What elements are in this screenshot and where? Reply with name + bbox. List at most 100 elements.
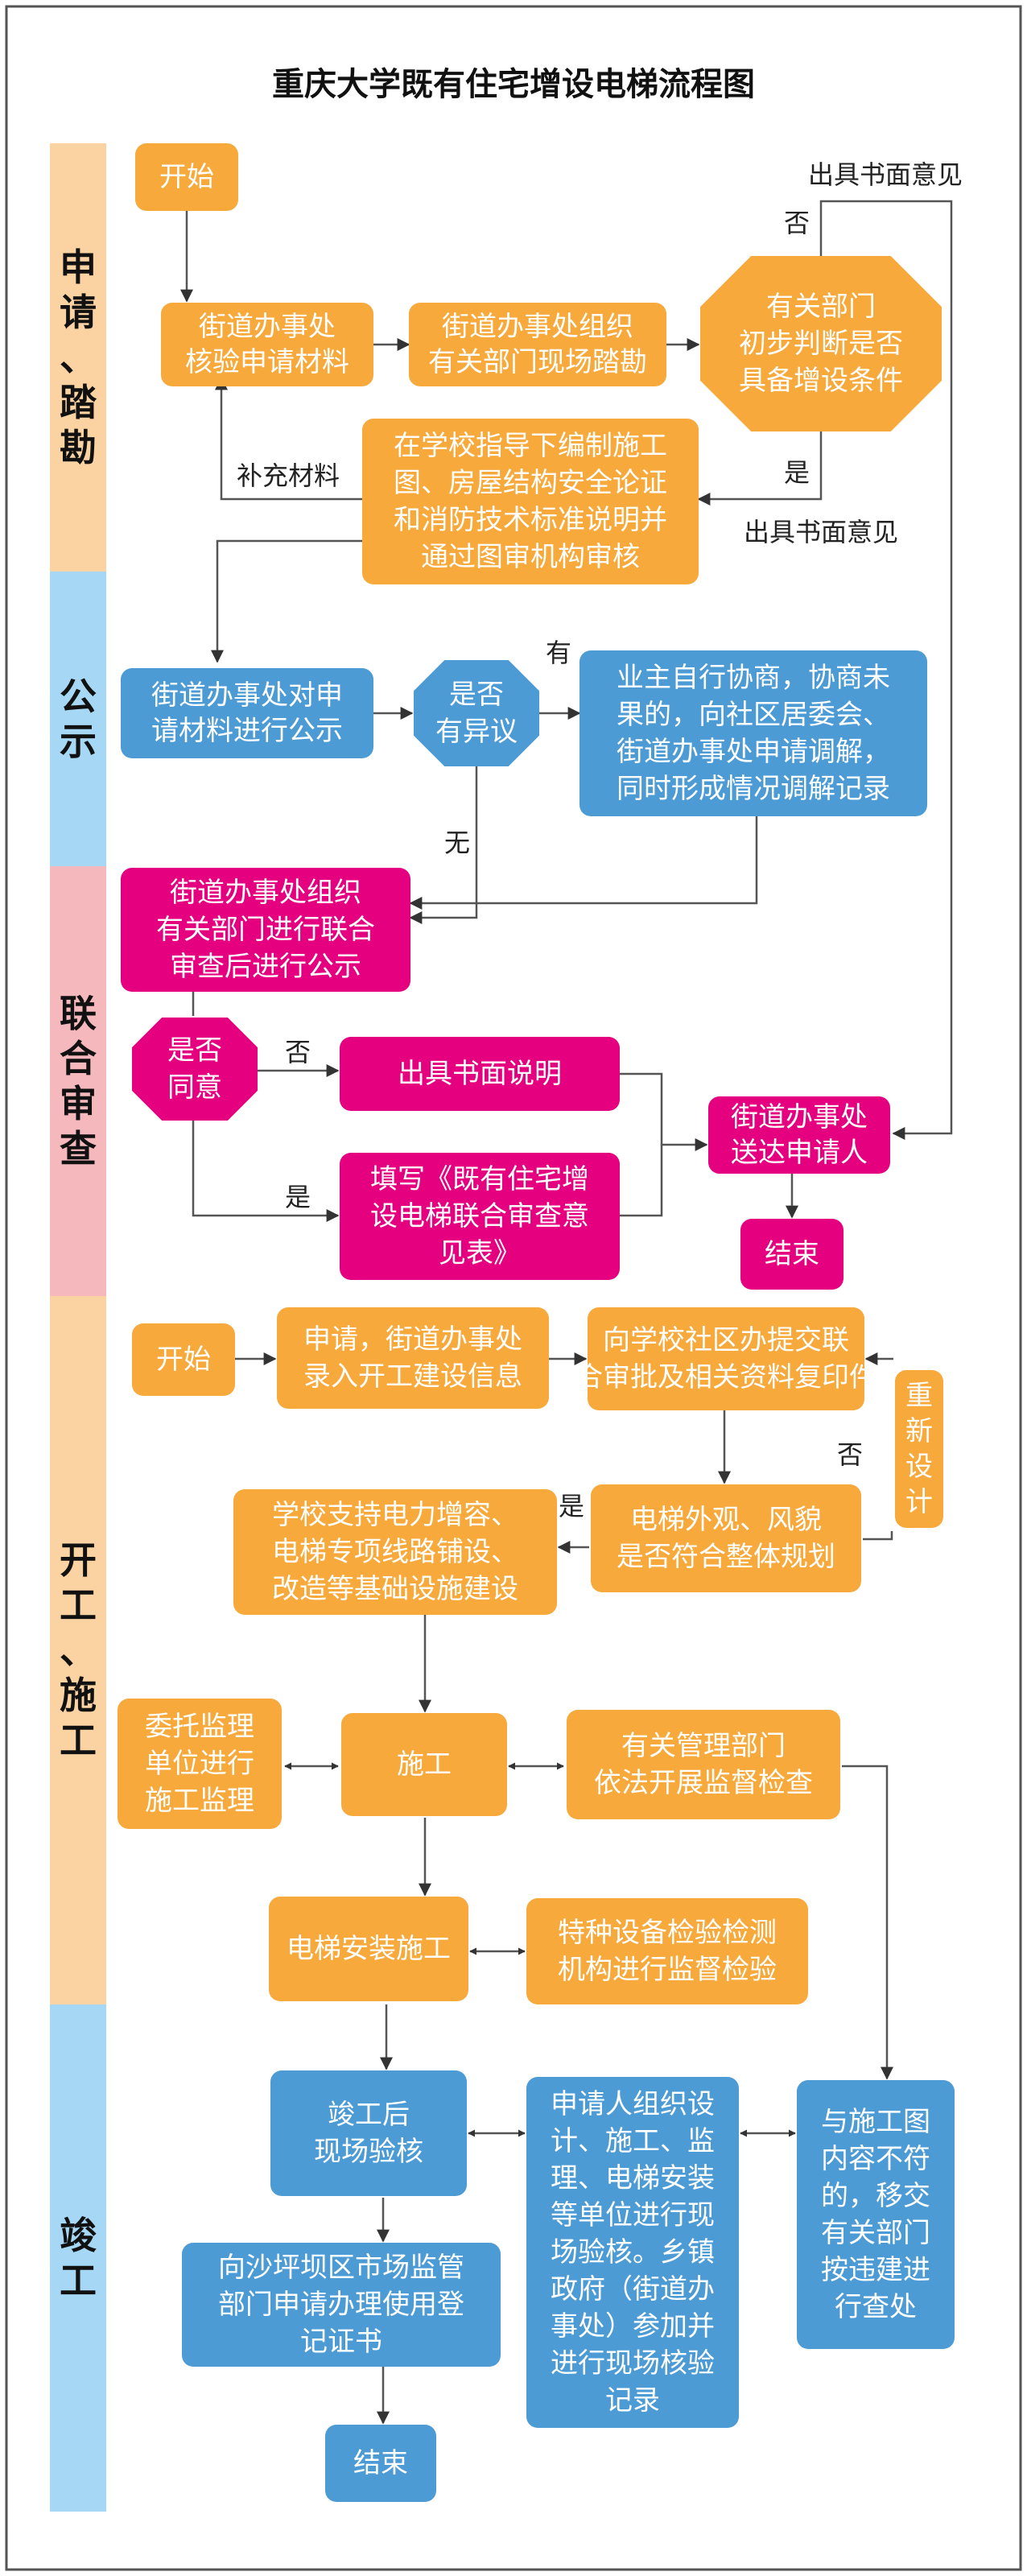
lane-completion-band: [50, 2004, 106, 2512]
node-end2: 结束: [325, 2425, 436, 2502]
label-supplement: 补充材料: [237, 461, 340, 490]
node-prepare-text: 通过图审机构审核: [421, 542, 640, 572]
lane-apply-label-char: 、: [60, 336, 97, 378]
node-organize-text: 申请人组织设: [551, 2089, 715, 2120]
node-judge-text: 初步判断是否: [739, 328, 903, 359]
arrow-prepare-to-publicize: [211, 539, 362, 663]
lane-review-label-char: 联: [60, 993, 97, 1034]
arrow-agree-yes-to-form: [192, 1119, 340, 1222]
node-inspect-text: 特种设备检验检测: [558, 1918, 777, 1948]
label-written-opinion-top: 出具书面意见: [808, 160, 963, 189]
node-organize-shape: [526, 2077, 739, 2428]
label-has: 有: [546, 638, 571, 667]
node-submit-shape: [588, 1307, 864, 1410]
lane-review-band: [50, 866, 106, 1296]
node-objection-text: 是否: [449, 679, 504, 710]
lane-completion-label-char: 工: [60, 2260, 97, 2301]
lane-apply-label-char: 勘: [60, 427, 97, 469]
arrow-supplement-to-verify: [215, 377, 362, 501]
node-register-text: 记证书: [300, 2326, 382, 2357]
outer-border: [5, 5, 1022, 2571]
node-judge-text: 有关部门: [766, 291, 876, 322]
node-deliver-text: 送达申请人: [731, 1137, 868, 1168]
node-organize-text: 场验核。乡镇: [551, 2237, 715, 2268]
lane-publicity-label-char: 示: [60, 720, 97, 762]
node-mismatch-text: 按违建进: [821, 2255, 930, 2285]
node-end2-text: 结束: [353, 2448, 408, 2479]
node-submit-text: 合审批及相关资料复印件: [575, 1362, 876, 1393]
node-register-text: 部门申请办理使用登: [218, 2289, 464, 2320]
node-end1-text: 结束: [765, 1239, 819, 1269]
node-entrust-text: 单位进行: [145, 1748, 254, 1779]
node-written-note-shape: [340, 1037, 620, 1111]
node-fill-form-text: 填写《既有住宅增: [370, 1164, 589, 1195]
page-title: 重庆大学既有住宅增设电梯流程图: [272, 66, 755, 102]
node-redesign-shape: [895, 1370, 943, 1528]
node-support-text: 学校支持电力增容、: [272, 1500, 518, 1530]
node-judge-shape: [700, 256, 942, 431]
node-deliver-shape: [708, 1096, 890, 1174]
label-no-judge: 否: [784, 208, 810, 237]
node-agree-text: 同意: [167, 1072, 222, 1103]
node-construct-text: 施工: [397, 1749, 452, 1780]
arrow-form-to-deliver: [620, 1145, 663, 1217]
lane-apply-label-char: 请: [60, 291, 97, 333]
node-start2: 开始: [132, 1323, 235, 1396]
node-mismatch-text: 行查处: [835, 2292, 917, 2322]
arrow-objection-none-to-joint: [409, 765, 478, 924]
lane-apply-label-char: 踏: [60, 382, 97, 423]
lane-construction-label-char: 工: [60, 1719, 97, 1761]
node-publicize-text: 请材料进行公示: [151, 716, 343, 746]
arrow-appearance-no-to-redesign: [863, 1531, 893, 1541]
arrow-supervise-to-mismatch: [842, 1765, 893, 2080]
node-publicize-text: 街道办事处对申: [151, 680, 343, 711]
node-entrust-text: 委托监理: [145, 1711, 254, 1742]
node-joint-review-text: 有关部门进行联合: [156, 914, 375, 945]
node-negotiate-text: 业主自行协商，协商未: [617, 663, 890, 693]
lane-review-label-char: 合: [60, 1038, 97, 1080]
node-start2-shape: [132, 1323, 235, 1396]
lane-construction-label-char: 开: [60, 1539, 97, 1581]
node-prepare-text: 在学校指导下编制施工: [394, 431, 667, 461]
node-mismatch-text: 内容不符: [821, 2144, 930, 2174]
node-organize-text: 进行现场核验: [551, 2348, 715, 2379]
node-install-text: 电梯安装施工: [287, 1934, 451, 1964]
node-joint-review-text: 审查后进行公示: [170, 952, 361, 982]
node-submit-text: 向学校社区办提交联: [603, 1325, 849, 1356]
node-deliver-text: 街道办事处: [731, 1102, 868, 1133]
node-organize-text: 等单位进行现: [551, 2200, 715, 2231]
node-acceptance-text: 竣工后: [328, 2099, 410, 2130]
node-start2-text: 开始: [156, 1344, 211, 1375]
lane-publicity-band: [50, 572, 106, 866]
node-end1: 结束: [740, 1219, 843, 1290]
node-verify-text: 街道办事处: [199, 312, 336, 342]
lane-completion-label-char: 竣: [60, 2215, 97, 2256]
node-negotiate-text: 果的，向社区居委会、: [617, 700, 890, 730]
label-yes-judge: 是: [784, 458, 810, 487]
node-publicize-shape: [121, 668, 373, 758]
node-supervise-text: 有关管理部门: [621, 1731, 786, 1761]
node-prepare-text: 图、房屋结构安全论证: [394, 468, 667, 498]
node-apply-entry-text: 申请，街道办事处: [303, 1324, 522, 1355]
label-no-appearance: 否: [837, 1440, 863, 1469]
arrow-note-to-deliver: [620, 1072, 708, 1151]
node-register-text: 向沙坪坝区市场监管: [218, 2252, 464, 2283]
node-appearance-text: 电梯外观、风貌: [630, 1505, 822, 1535]
node-written-note: 出具书面说明: [340, 1037, 620, 1111]
node-verify-text: 核验申请材料: [185, 347, 349, 378]
node-organize-text: 理、电梯安装: [551, 2163, 715, 2194]
label-no-agree: 否: [285, 1038, 311, 1067]
node-joint-review-shape: [121, 868, 410, 992]
lane-construction-label-char: 工: [60, 1584, 97, 1626]
